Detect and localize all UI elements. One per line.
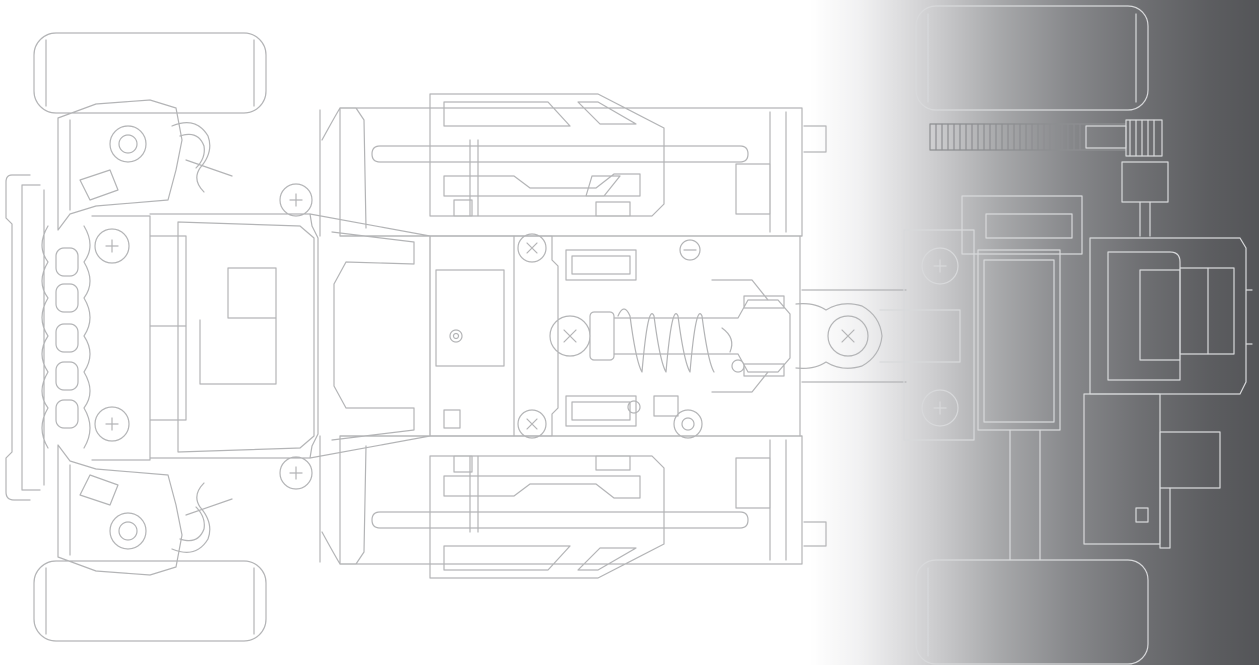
front-bumper [5, 99, 183, 576]
front-screws [94, 183, 313, 490]
upper-gear-cover [429, 93, 665, 217]
center-wedge [309, 107, 431, 565]
center-chassis [339, 107, 803, 565]
rear-posts [735, 125, 827, 547]
lower-gear-cover [429, 455, 665, 579]
rear-right-wheel [915, 559, 1149, 665]
front-left-wheel [33, 32, 267, 114]
front-body [149, 213, 319, 459]
center-module [429, 233, 703, 439]
front-suspension-block [41, 215, 151, 461]
shock-absorber [549, 279, 791, 393]
rear-spur-gear [929, 119, 1169, 237]
rear-left-wheel [915, 5, 1149, 111]
rear-motor-housing [903, 195, 1253, 561]
front-steering-links [171, 122, 233, 553]
rear-link-arm [795, 289, 961, 383]
front-right-wheel [33, 560, 267, 642]
